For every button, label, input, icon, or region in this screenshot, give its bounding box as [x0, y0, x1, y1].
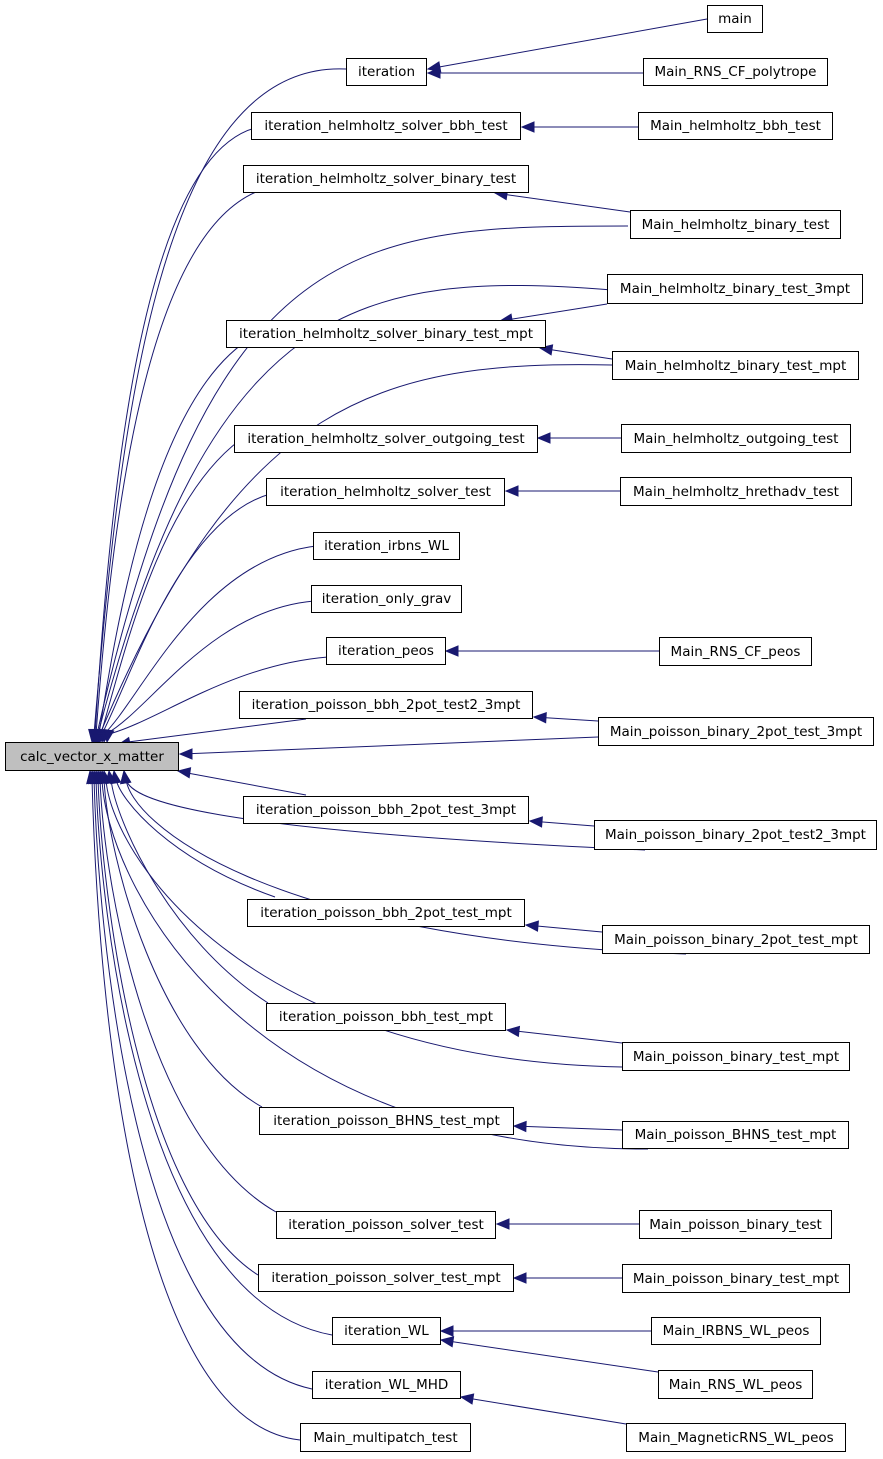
- main-node[interactable]: Main_IRBNS_WL_peos: [651, 1317, 821, 1345]
- main-node[interactable]: Main_helmholtz_bbh_test: [638, 112, 833, 140]
- caller-node[interactable]: iteration_poisson_solver_test_mpt: [258, 1264, 514, 1292]
- caller-node[interactable]: iteration: [346, 58, 427, 86]
- main-edge: [494, 192, 631, 213]
- caller-edge: [127, 718, 307, 743]
- caller-edge: [103, 545, 317, 735]
- caller-edge: [98, 331, 263, 735]
- caller-node[interactable]: iteration_poisson_BHNS_test_mpt: [259, 1107, 514, 1135]
- caller-edge: [96, 225, 629, 735]
- caller-node[interactable]: iteration_helmholtz_solver_outgoing_test: [234, 425, 538, 453]
- caller-edge: [99, 778, 277, 1213]
- caller-edge: [100, 439, 241, 735]
- main-edge: [525, 924, 603, 933]
- caller-edge: [93, 68, 347, 735]
- arrow-head: [444, 645, 459, 657]
- arrow-head: [178, 748, 193, 760]
- arrow-head: [439, 1336, 455, 1348]
- caller-node[interactable]: iteration_helmholtz_solver_bbh_test: [251, 112, 521, 140]
- main-node[interactable]: Main_poisson_binary_2pot_test_3mpt: [598, 717, 874, 746]
- main-node[interactable]: Main_poisson_binary_test_mpt: [622, 1264, 850, 1293]
- main-node[interactable]: Main_helmholtz_binary_test: [630, 210, 841, 239]
- arrow-head: [504, 485, 519, 497]
- arrow-head: [505, 1025, 521, 1038]
- caller-node[interactable]: iteration_helmholtz_solver_test: [266, 478, 505, 506]
- caller-edge: [181, 771, 307, 796]
- main-node[interactable]: Main_helmholtz_binary_test_mpt: [612, 351, 859, 380]
- main-node[interactable]: Main_poisson_binary_2pot_test2_3mpt: [594, 820, 877, 850]
- caller-edge: [105, 600, 315, 735]
- arrow-head: [536, 432, 551, 444]
- arrow-head: [439, 1325, 454, 1337]
- caller-node[interactable]: iteration_poisson_bbh_2pot_test_3mpt: [243, 796, 529, 824]
- arrow-head: [532, 712, 547, 724]
- caller-edge: [97, 285, 613, 735]
- caller-edge: [101, 778, 649, 1150]
- caller-edge: [93, 778, 313, 1390]
- caller-node[interactable]: iteration_helmholtz_solver_binary_test: [243, 165, 529, 193]
- arrow-head: [459, 1393, 475, 1405]
- main-node[interactable]: Main_poisson_binary_test: [639, 1210, 832, 1239]
- caller-edge: [103, 778, 263, 1108]
- arrow-head: [86, 769, 98, 785]
- caller-edge: [94, 127, 256, 735]
- caller-node[interactable]: iteration_poisson_bbh_test_mpt: [266, 1003, 506, 1031]
- arrow-head: [512, 1120, 527, 1133]
- caller-edge: [125, 778, 646, 851]
- arrow-head: [495, 1218, 510, 1230]
- main-edge: [440, 1339, 659, 1373]
- main-node[interactable]: Main_poisson_binary_2pot_test_mpt: [602, 925, 870, 954]
- arrow-head: [426, 67, 441, 79]
- main-node[interactable]: Main_helmholtz_outgoing_test: [621, 424, 851, 453]
- caller-node[interactable]: iteration_only_grav: [311, 585, 462, 613]
- caller-edge: [97, 778, 259, 1276]
- main-node[interactable]: Main_poisson_binary_test_mpt: [622, 1042, 850, 1071]
- caller-edge: [91, 778, 301, 1441]
- arrow-head: [512, 1272, 527, 1284]
- caller-node[interactable]: iteration_irbns_WL: [313, 532, 460, 560]
- caller-edge: [101, 493, 271, 735]
- caller-edge: [110, 778, 269, 1004]
- root-node: calc_vector_x_matter: [5, 742, 179, 771]
- caller-node[interactable]: iteration_poisson_solver_test: [276, 1211, 496, 1239]
- main-edge: [506, 1029, 623, 1044]
- main-edge: [427, 18, 708, 70]
- caller-node[interactable]: iteration_WL_MHD: [312, 1371, 461, 1399]
- arrow-head: [528, 816, 543, 828]
- arrow-head: [524, 920, 539, 932]
- main-node[interactable]: Main_RNS_WL_peos: [658, 1370, 813, 1399]
- arrow-head: [120, 769, 132, 785]
- caller-edge: [95, 191, 257, 735]
- main-edge: [499, 303, 608, 322]
- caller-edge: [125, 778, 687, 955]
- main-node[interactable]: Main_helmholtz_hrethadv_test: [620, 477, 852, 506]
- caller-edge: [95, 778, 333, 1336]
- caller-node[interactable]: Main_multipatch_test: [300, 1423, 471, 1452]
- caller-node[interactable]: iteration_poisson_bbh_2pot_test2_3mpt: [239, 691, 533, 719]
- caller-node[interactable]: iteration_peos: [326, 637, 446, 665]
- caller-node[interactable]: iteration_helmholtz_solver_binary_test_m…: [226, 320, 546, 348]
- arrow-head: [176, 767, 192, 779]
- main-edge: [460, 1396, 627, 1425]
- caller-edge: [108, 656, 329, 735]
- main-node[interactable]: main: [707, 5, 763, 33]
- main-node[interactable]: Main_helmholtz_binary_test_3mpt: [607, 274, 863, 304]
- main-node[interactable]: Main_poisson_BHNS_test_mpt: [622, 1121, 849, 1149]
- arrow-head: [103, 728, 115, 744]
- caller-edge: [115, 778, 276, 898]
- caller-edge: [181, 736, 599, 755]
- main-node[interactable]: Main_RNS_CF_peos: [659, 637, 812, 666]
- caller-edge: [105, 778, 623, 1068]
- main-node[interactable]: Main_MagneticRNS_WL_peos: [626, 1423, 846, 1452]
- caller-node[interactable]: iteration_poisson_bbh_2pot_test_mpt: [247, 899, 525, 927]
- main-node[interactable]: Main_RNS_CF_polytrope: [643, 58, 828, 86]
- main-edge: [513, 1125, 623, 1131]
- arrow-head: [520, 121, 535, 133]
- caller-node[interactable]: iteration_WL: [332, 1317, 441, 1345]
